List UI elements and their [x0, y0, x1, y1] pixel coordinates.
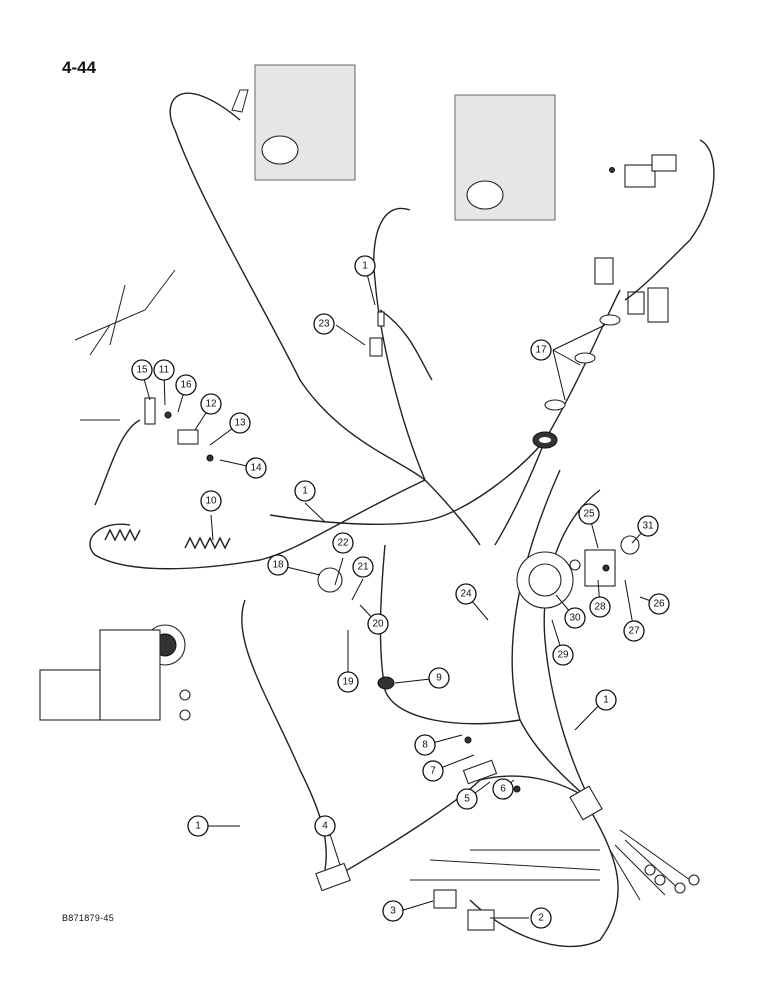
callout-8: 8	[414, 734, 436, 756]
svg-text:15: 15	[136, 365, 148, 376]
callout-18: 18	[267, 554, 289, 576]
svg-text:7: 7	[430, 766, 436, 777]
callout-28: 28	[589, 596, 611, 618]
callout-9: 9	[428, 667, 450, 689]
round-connector-assembly	[39, 624, 191, 721]
svg-text:29: 29	[557, 650, 569, 661]
callout-5: 5	[456, 788, 478, 810]
callout-26: 26	[648, 593, 670, 615]
callout-1a: 1	[354, 255, 376, 277]
svg-text:1: 1	[603, 695, 609, 706]
callout-16: 16	[175, 374, 197, 396]
svg-text:18: 18	[272, 560, 284, 571]
svg-text:26: 26	[653, 599, 665, 610]
callout-19: 19	[337, 671, 359, 693]
relay	[317, 567, 343, 593]
callout-14: 14	[245, 457, 267, 479]
callout-24: 24	[455, 583, 477, 605]
svg-text:8: 8	[422, 740, 428, 751]
svg-text:31: 31	[642, 521, 654, 532]
svg-text:17: 17	[535, 345, 547, 356]
svg-text:6: 6	[500, 784, 506, 795]
svg-text:30: 30	[569, 613, 581, 624]
bottom-connectors	[433, 864, 700, 931]
left-lamp-panel	[231, 64, 356, 181]
callout-23: 23	[313, 313, 335, 335]
spiral-wrap	[104, 528, 231, 550]
right-lamp-panel	[454, 94, 556, 221]
left-bracket-assembly	[74, 269, 214, 462]
callout-12: 12	[200, 393, 222, 415]
center-sensor	[369, 311, 385, 357]
callout-3: 3	[382, 900, 404, 922]
callout-1d: 1	[187, 815, 209, 837]
svg-text:12: 12	[205, 399, 217, 410]
svg-text:28: 28	[594, 602, 606, 613]
callout-11: 11	[153, 359, 175, 381]
grommet	[532, 431, 558, 449]
svg-text:14: 14	[250, 463, 262, 474]
svg-text:1: 1	[302, 486, 308, 497]
svg-text:13: 13	[234, 418, 246, 429]
callout-30: 30	[564, 607, 586, 629]
svg-text:24: 24	[460, 589, 472, 600]
cable-ties	[544, 314, 621, 411]
callout-1b: 1	[294, 480, 316, 502]
svg-text:27: 27	[628, 626, 640, 637]
callout-10: 10	[200, 490, 222, 512]
svg-text:23: 23	[318, 319, 330, 330]
callout-20: 20	[367, 613, 389, 635]
callout-25: 25	[578, 503, 600, 525]
callout-22: 22	[332, 532, 354, 554]
callout-15: 15	[131, 359, 153, 381]
svg-text:4: 4	[322, 821, 328, 832]
leader-lines	[141, 265, 660, 919]
top-right-switch	[609, 154, 677, 188]
svg-text:1: 1	[362, 261, 368, 272]
svg-text:11: 11	[159, 365, 170, 376]
svg-text:10: 10	[205, 496, 217, 507]
callout-6: 6	[492, 778, 514, 800]
motor-assembly	[516, 535, 640, 609]
callout-13: 13	[229, 412, 251, 434]
svg-text:3: 3	[390, 906, 396, 917]
svg-text:22: 22	[337, 538, 349, 549]
callout-21: 21	[352, 556, 374, 578]
harness-wires	[89, 92, 715, 948]
inline-grommet	[377, 676, 395, 690]
callout-17: 17	[530, 339, 552, 361]
svg-text:19: 19	[342, 677, 354, 688]
callout-2: 2	[530, 907, 552, 929]
svg-text:1: 1	[195, 821, 201, 832]
callouts: 1 1 1 1 2 3 4 5 6 7 8 9 10 11 12 13 14 1…	[131, 255, 670, 929]
callout-1c: 1	[595, 689, 617, 711]
svg-text:2: 2	[538, 913, 544, 924]
figure-code: B871879-45	[62, 913, 115, 923]
svg-text:25: 25	[583, 509, 595, 520]
page-number: 4-44	[62, 58, 97, 77]
callout-31: 31	[637, 515, 659, 537]
multi-pin-connectors	[594, 257, 669, 323]
callout-29: 29	[552, 644, 574, 666]
clamps	[315, 736, 603, 892]
svg-text:21: 21	[357, 562, 369, 573]
callout-7: 7	[422, 760, 444, 782]
callout-27: 27	[623, 620, 645, 642]
svg-text:5: 5	[464, 794, 470, 805]
svg-text:16: 16	[180, 380, 192, 391]
callout-4: 4	[314, 815, 336, 837]
svg-text:9: 9	[436, 673, 442, 684]
svg-text:20: 20	[372, 619, 384, 630]
